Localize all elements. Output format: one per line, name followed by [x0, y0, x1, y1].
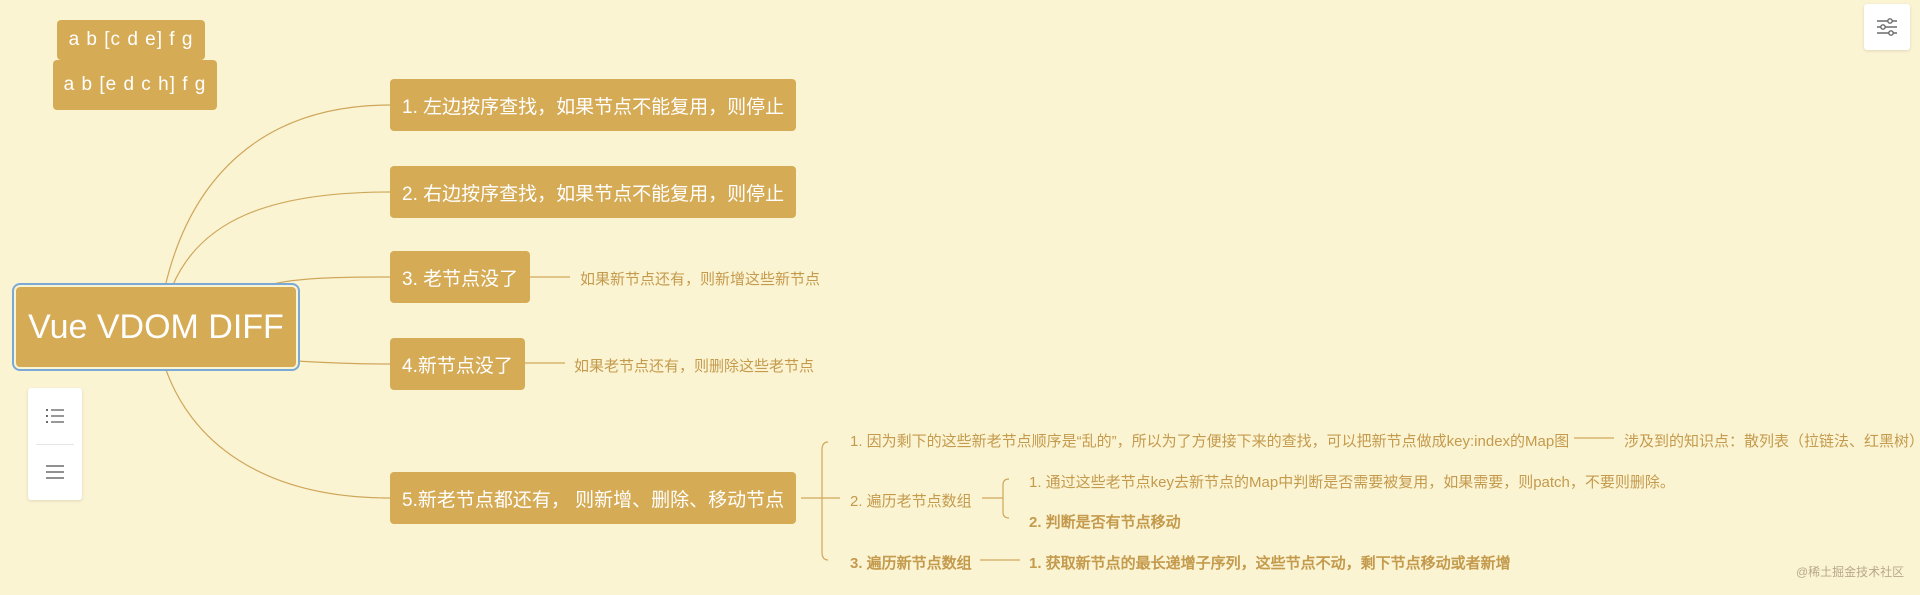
menu-icon: [46, 465, 64, 479]
branch-right-scan[interactable]: 2. 右边按序查找，如果节点不能复用，则停止: [390, 166, 797, 218]
view-toolbar: [28, 388, 82, 500]
connector-root-branch2: [171, 191, 391, 288]
tag-label: a b [c d e] f g: [68, 29, 194, 50]
menu-button[interactable]: [28, 444, 82, 500]
sub-item-check-move[interactable]: 2. 判断是否有节点移动: [1029, 514, 1181, 531]
connector-sub-bracket: [821, 441, 829, 561]
branch-label: 2. 右边按序查找，如果节点不能复用，则停止: [402, 183, 785, 205]
branch-label: 5.新老节点都还有， 则新增、删除、移动节点: [402, 489, 785, 511]
branch-left-scan[interactable]: 1. 左边按序查找，如果节点不能复用，则停止: [390, 79, 797, 131]
connector-root-branch1: [164, 104, 391, 288]
root-label: Vue VDOM DIFF: [28, 307, 284, 346]
tag-label: a b [e d c h] f g: [63, 74, 207, 95]
sub-item-check-reuse[interactable]: 1. 通过这些老节点key去新节点的Map中判断是否需要被复用，如果需要，则pa…: [1029, 474, 1675, 491]
note-add-new-nodes[interactable]: 如果新节点还有，则新增这些新节点: [580, 271, 821, 288]
floating-tag-new-sequence[interactable]: a b [e d c h] f g: [53, 60, 217, 110]
watermark: @稀土掘金技术社区: [1796, 565, 1905, 579]
root-node[interactable]: Vue VDOM DIFF: [16, 287, 296, 367]
branch-old-empty[interactable]: 3. 老节点没了: [390, 251, 531, 303]
branch-both-remaining[interactable]: 5.新老节点都还有， 则新增、删除、移动节点: [390, 472, 797, 524]
note-hash-table[interactable]: 涉及到的知识点：散列表（拉链法、红黑树）: [1624, 433, 1920, 450]
settings-button[interactable]: [1864, 4, 1910, 50]
sub-item-traverse-old[interactable]: 2. 遍历老节点数组: [850, 493, 972, 510]
sub-item-traverse-new[interactable]: 3. 遍历新节点数组: [850, 555, 972, 572]
branch-label: 4.新节点没了: [402, 355, 513, 377]
floating-tag-old-sequence[interactable]: a b [c d e] f g: [57, 20, 205, 60]
list-numbered-icon: [46, 409, 64, 423]
toolbar-divider: [36, 444, 74, 445]
branch-label: 3. 老节点没了: [402, 268, 519, 290]
sub-item-lis[interactable]: 1. 获取新节点的最长递增子序列，这些节点不动，剩下节点移动或者新增: [1029, 555, 1511, 572]
sub-item-build-key-map[interactable]: 1. 因为剩下的这些新老节点顺序是“乱的”，所以为了方便接下来的查找，可以把新节…: [850, 433, 1570, 450]
connector-root-branch4: [295, 360, 391, 365]
connector-root-branch5: [164, 366, 391, 499]
connector-root-branch3: [261, 276, 391, 288]
sliders-icon: [1877, 18, 1897, 36]
outline-button[interactable]: [28, 388, 82, 444]
note-remove-old-nodes[interactable]: 如果老节点还有，则删除这些老节点: [574, 358, 815, 375]
branch-new-empty[interactable]: 4.新节点没了: [390, 338, 525, 390]
branch-label: 1. 左边按序查找，如果节点不能复用，则停止: [402, 96, 785, 118]
connector-sub2-children: [982, 478, 1010, 519]
